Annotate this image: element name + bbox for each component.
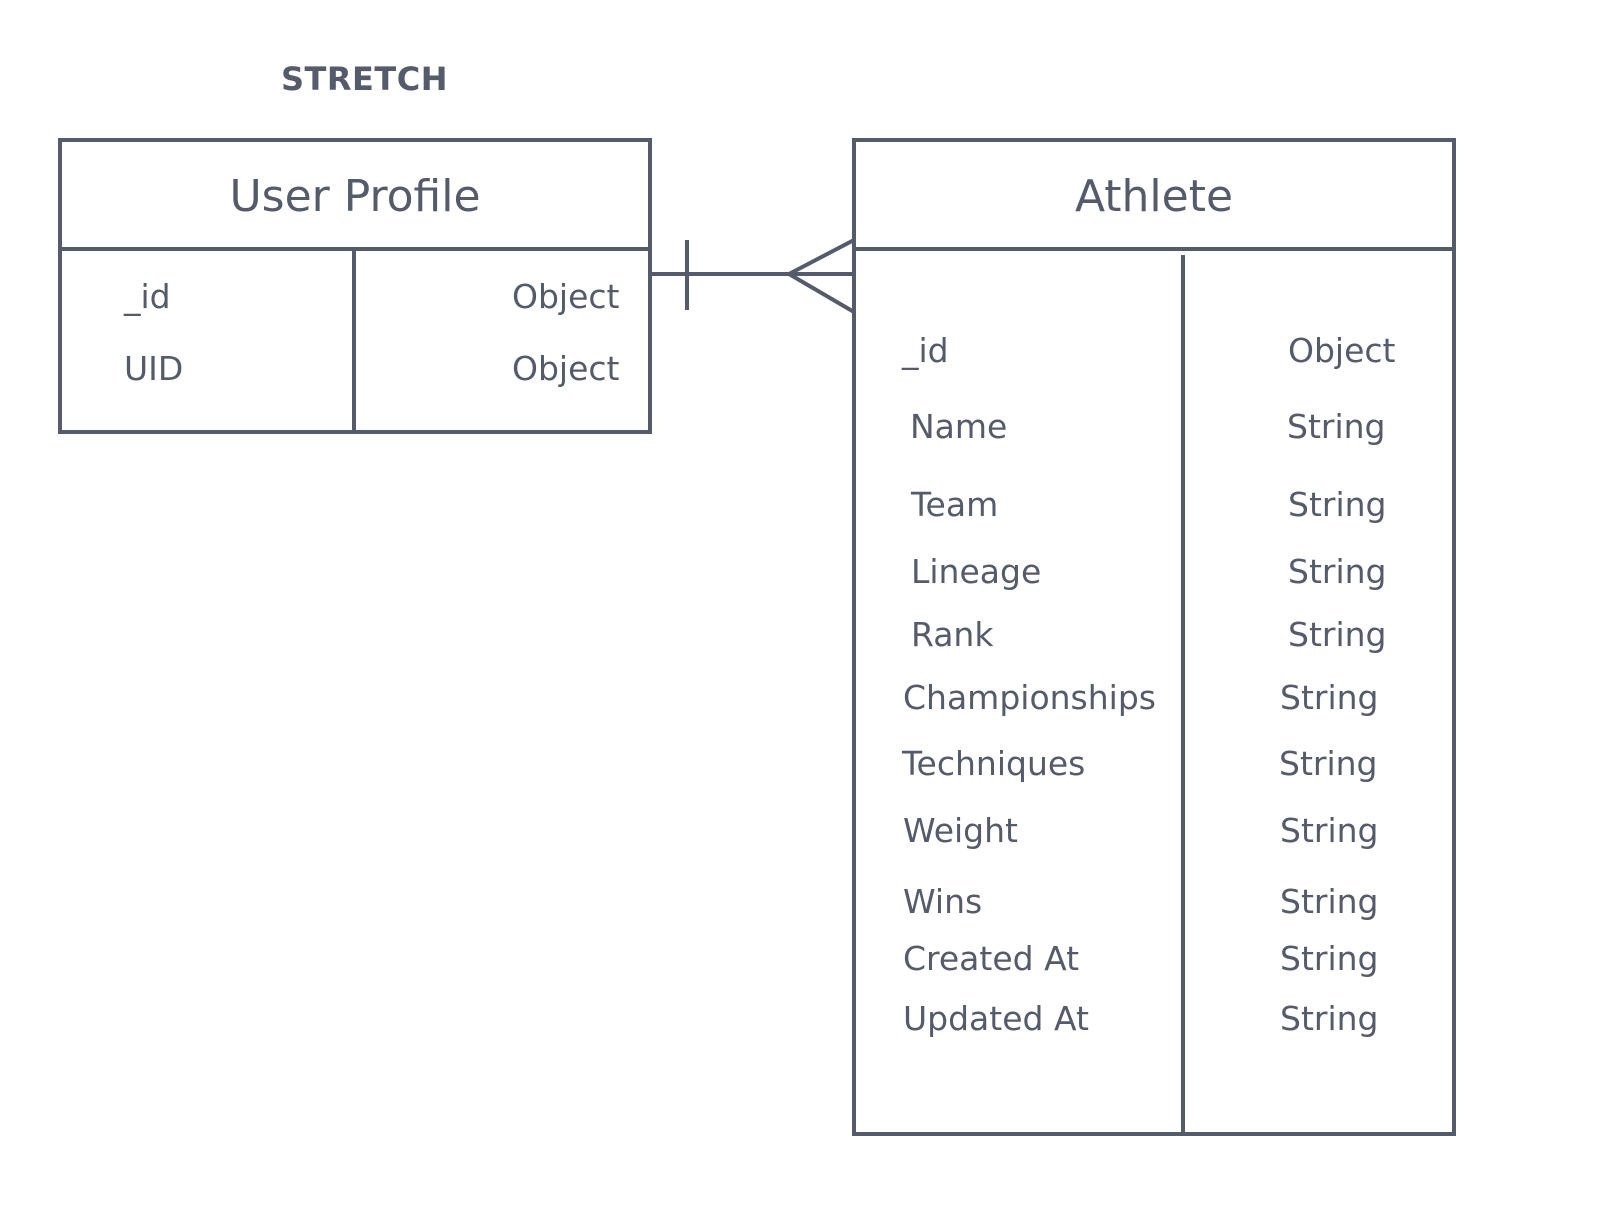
field-name: Team	[911, 485, 999, 524]
field-type: String	[1288, 552, 1387, 591]
entity-user-profile[interactable]: User Profile _id Object UID Object	[58, 138, 652, 434]
field-type: Object	[512, 349, 620, 388]
entity-fields: _id Object UID Object	[62, 251, 648, 430]
field-name: Name	[910, 407, 1008, 446]
field-type: String	[1280, 678, 1379, 717]
field-type: String	[1280, 811, 1379, 850]
entity-athlete[interactable]: Athlete _id Object Name String Team Stri…	[852, 138, 1456, 1136]
many-cardinality-upper-prong	[788, 238, 855, 276]
field-type: String	[1280, 882, 1379, 921]
field-type: String	[1288, 485, 1387, 524]
many-cardinality-lower-prong	[787, 272, 856, 314]
field-type: Object	[512, 277, 620, 316]
field-name: Techniques	[902, 744, 1086, 783]
field-name: _id	[902, 331, 949, 370]
field-name: UID	[124, 349, 184, 388]
column-divider	[1181, 255, 1185, 1132]
field-name: Updated At	[903, 999, 1089, 1038]
entity-title: User Profile	[62, 142, 648, 251]
field-name: Wins	[903, 882, 983, 921]
field-name: _id	[124, 277, 171, 316]
entity-fields: _id Object Name String Team String Linea…	[856, 251, 1452, 1132]
field-type: String	[1280, 939, 1379, 978]
field-name: Rank	[911, 615, 994, 654]
field-type: String	[1288, 615, 1387, 654]
field-type: String	[1280, 999, 1379, 1038]
entity-title: Athlete	[856, 142, 1452, 251]
field-type: String	[1287, 407, 1386, 446]
field-name: Championships	[903, 678, 1156, 717]
field-name: Lineage	[911, 552, 1042, 591]
diagram-title: STRETCH	[281, 60, 448, 98]
field-type: String	[1279, 744, 1378, 783]
field-type: Object	[1288, 331, 1396, 370]
field-name: Created At	[903, 939, 1080, 978]
column-divider	[352, 251, 356, 430]
field-name: Weight	[903, 811, 1018, 850]
